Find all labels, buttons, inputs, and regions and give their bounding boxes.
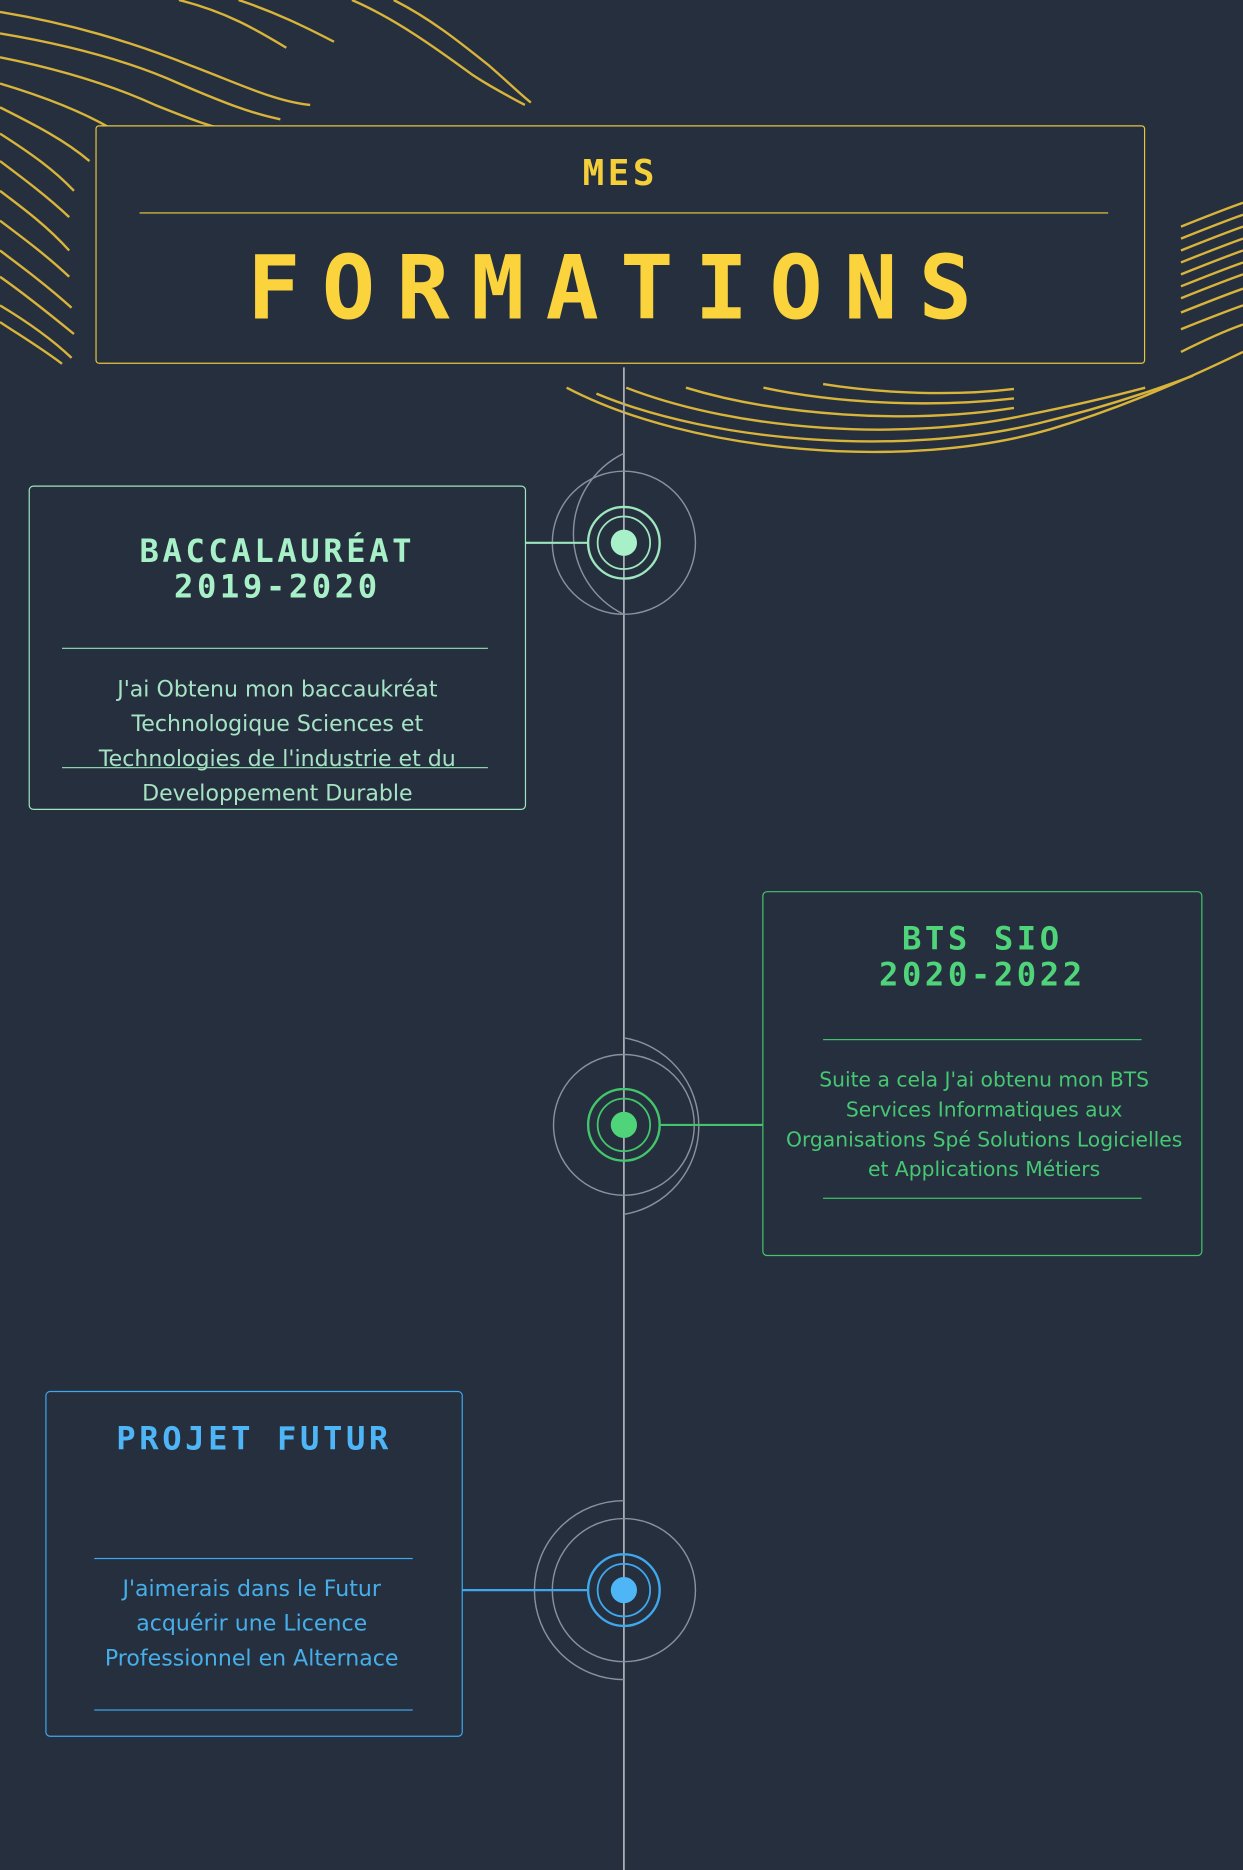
card-projet-futur <box>45 1390 463 1737</box>
header-divider <box>139 212 1109 214</box>
desc-line: Suite a cela J'ai obtenu mon BTS <box>819 1068 1150 1093</box>
card-bts-sio-description: Suite a cela J'ai obtenu mon BTS Service… <box>774 1066 1194 1185</box>
card-baccalaureat-divider-top <box>62 647 488 649</box>
card-baccalaureat-divider-bottom <box>62 767 488 769</box>
card-bts-sio <box>762 891 1203 1257</box>
card-bts-sio-title-line1: BTS SIO <box>901 920 1063 958</box>
card-projet-futur-divider-top <box>94 1557 413 1560</box>
card-projet-futur-description: J'aimerais dans le Futur acquérir une Li… <box>57 1572 446 1676</box>
page-title: FORMATIONS <box>247 237 994 340</box>
card-baccalaureat-description: J'ai Obtenu mon baccaukréat Technologiqu… <box>41 673 515 811</box>
desc-line: Organisations Spé Solutions Logicielles <box>785 1128 1183 1153</box>
desc-line: J'ai Obtenu mon baccaukréat <box>117 677 438 703</box>
card-baccalaureat-title-line2: 2019-2020 <box>173 569 381 606</box>
card-baccalaureat-title: BACCALAURÉAT 2019-2020 <box>29 534 526 606</box>
desc-line: Developpement Durable <box>142 781 413 807</box>
card-bts-sio-title-line2: 2020-2022 <box>878 956 1086 994</box>
desc-line: J'aimerais dans le Futur <box>122 1577 381 1603</box>
card-baccalaureat-title-line1: BACCALAURÉAT <box>139 533 416 571</box>
desc-line: Technologique Sciences et <box>131 712 424 738</box>
card-projet-futur-title: PROJET FUTUR <box>116 1420 392 1458</box>
card-bts-sio-title: BTS SIO 2020-2022 <box>762 922 1202 994</box>
card-bts-sio-divider-top <box>823 1039 1142 1041</box>
desc-line: et Applications Métiers <box>868 1158 1101 1183</box>
timeline-node-2 <box>552 1037 796 1216</box>
desc-line: acquérir une Licence <box>136 1611 368 1637</box>
header-subtitle: MES <box>582 152 658 195</box>
card-projet-futur-divider-bottom <box>94 1709 413 1711</box>
card-bts-sio-divider-bottom <box>823 1197 1142 1199</box>
desc-line: Services Informatiques aux <box>845 1098 1123 1123</box>
desc-line: Professionnel en Alternace <box>104 1646 399 1672</box>
card-baccalaureat <box>28 485 527 810</box>
desc-line: Technologies de l'industrie et du <box>98 746 456 772</box>
header-box <box>95 125 1146 364</box>
